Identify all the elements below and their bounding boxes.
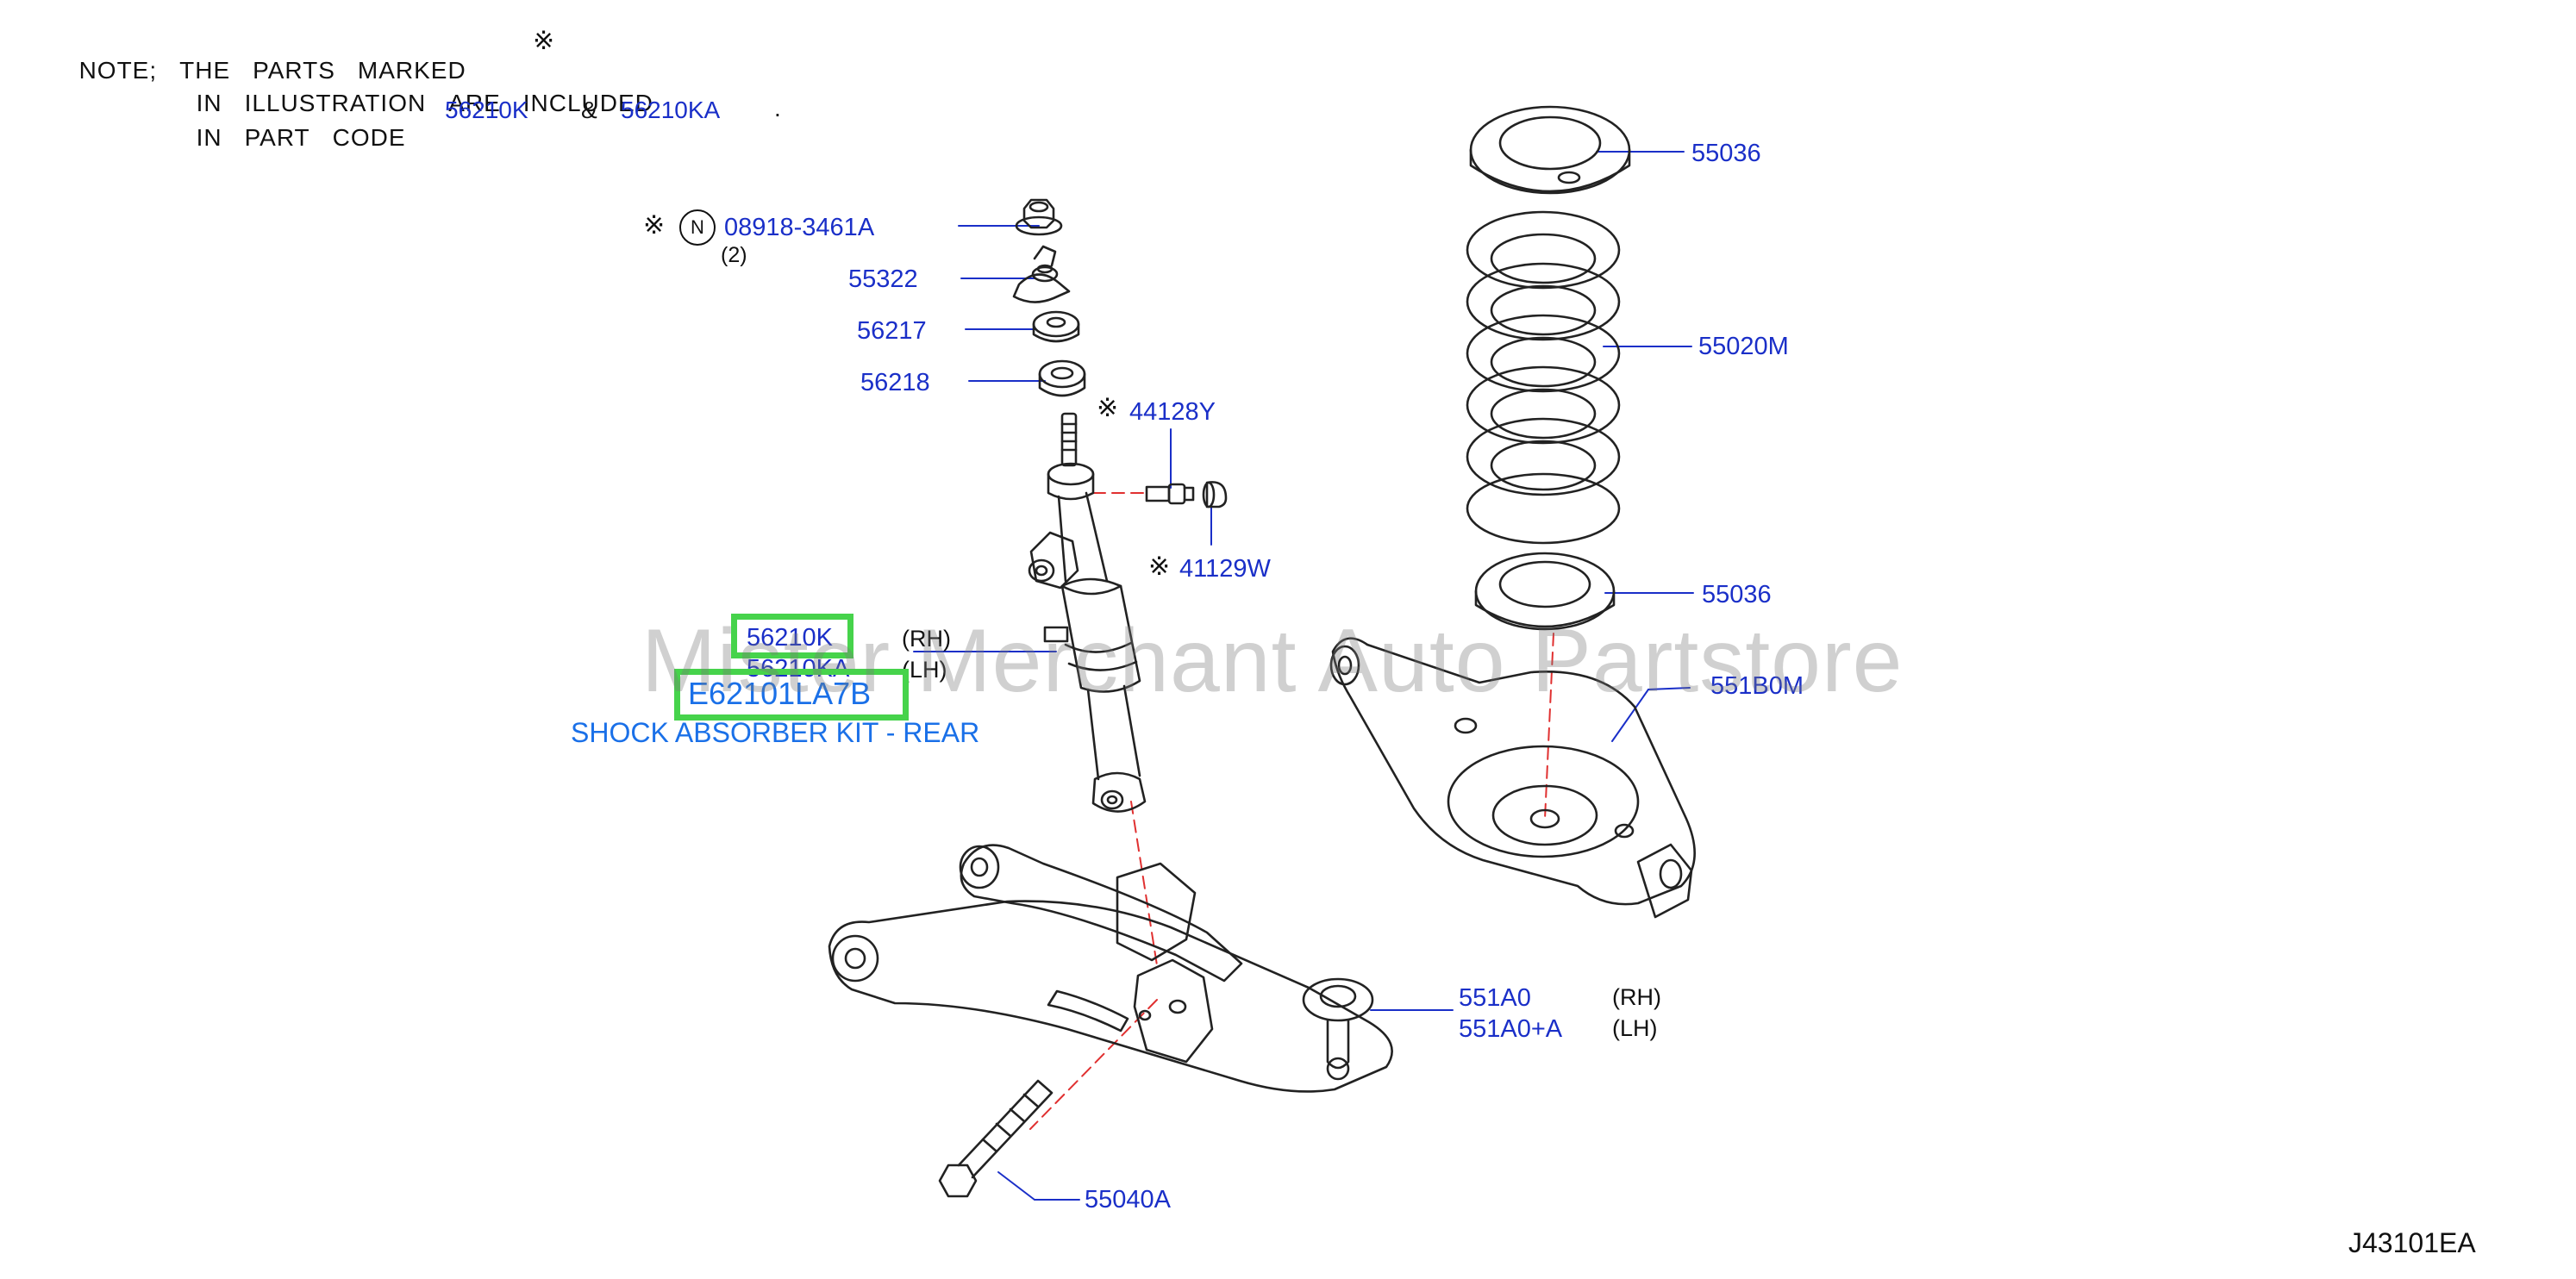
part-link-bushing-upper[interactable]: 56217 (857, 317, 927, 345)
highlight-kit-code (674, 669, 909, 721)
side-label-lh: (LH) (902, 657, 947, 683)
spring-seat-upper-drawing (1469, 105, 1631, 195)
note-word: ILLUSTRATION (244, 90, 427, 116)
note-word: NOTE; (78, 57, 158, 84)
note-reference-mark: ※ (533, 27, 555, 55)
note-word: MARKED (357, 57, 466, 84)
new-part-symbol: N (679, 209, 716, 246)
part-link-seat-lower[interactable]: 55036 (1702, 581, 1772, 608)
center-lines (1029, 492, 1554, 1130)
lower-control-arms-drawing (828, 844, 1393, 1093)
coil-spring-drawing (1466, 210, 1621, 545)
mount-bracket-drawing (1012, 245, 1071, 303)
note-word: PART (244, 124, 310, 151)
note-word: INCLUDED (522, 90, 653, 116)
note-word: IN (196, 124, 222, 151)
part-link-bolt-44128y[interactable]: 44128Y (1129, 398, 1216, 426)
part-link-knuckle-rh[interactable]: 551A0 (1459, 984, 1531, 1012)
bushing-lower-drawing (1038, 359, 1086, 397)
highlight-shock-rh (731, 614, 853, 658)
shock-absorber-drawing (1028, 412, 1147, 813)
leader-lines (913, 151, 1694, 1201)
bolt-44128y-drawing (1145, 483, 1195, 505)
included-mark: ※ (1148, 552, 1171, 581)
part-link-cap-41129w[interactable]: 41129W (1179, 555, 1271, 583)
part-link-bushing-lower[interactable]: 56218 (860, 369, 930, 396)
note-word: CODE (332, 124, 406, 151)
note-word: PARTS (253, 57, 335, 84)
nut-drawing (1015, 198, 1063, 236)
spring-seat-lower-drawing (1474, 552, 1616, 631)
side-label-rh: (RH) (902, 626, 951, 652)
part-link-seat-upper[interactable]: 55036 (1691, 140, 1761, 167)
part-link-mount-bracket[interactable]: 55322 (848, 265, 918, 293)
bolt-55040a-drawing (938, 1079, 1054, 1198)
part-link-knuckle-lh[interactable]: 551A0+A (1459, 1015, 1563, 1043)
note-word: THE (179, 57, 231, 84)
note-word: IN (196, 90, 222, 116)
side-label-rh: (RH) (1612, 984, 1661, 1010)
note-ampersand: & (581, 97, 598, 123)
note-line-1: NOTE; THE PARTS MARKED (64, 29, 489, 84)
cap-41129w-drawing (1202, 481, 1228, 508)
note-period: . (774, 95, 782, 122)
note-line-3: IN PART CODE (181, 97, 428, 152)
note-part-code-link[interactable]: 56210KA (621, 97, 721, 123)
part-link-shock-rh[interactable]: 56210K (747, 624, 833, 652)
note-word: ARE (448, 90, 501, 116)
kit-name: SHOCK ABSORBER KIT - REAR (571, 717, 980, 748)
note-line-2: IN ILLUSTRATION ARE INCLUDED (181, 62, 676, 117)
lower-arm-drawing (1329, 637, 1696, 919)
diagram-reference-code: J43101EA (2348, 1227, 2476, 1258)
part-link-nut[interactable]: 08918-3461A (724, 214, 875, 241)
part-link-coil-spring[interactable]: 55020M (1698, 333, 1789, 360)
kit-part-code-link[interactable]: E62101LA7B (688, 676, 872, 711)
included-mark: ※ (643, 211, 666, 240)
part-link-bolt-55040a[interactable]: 55040A (1085, 1186, 1171, 1213)
included-mark: ※ (1097, 394, 1119, 422)
part-quantity: (2) (721, 243, 747, 267)
side-label-lh: (LH) (1612, 1015, 1658, 1041)
note-part-code-link[interactable]: 56210K (445, 97, 528, 123)
part-link-lower-arm[interactable]: 551B0M (1710, 672, 1804, 700)
bushing-upper-drawing (1032, 310, 1080, 343)
